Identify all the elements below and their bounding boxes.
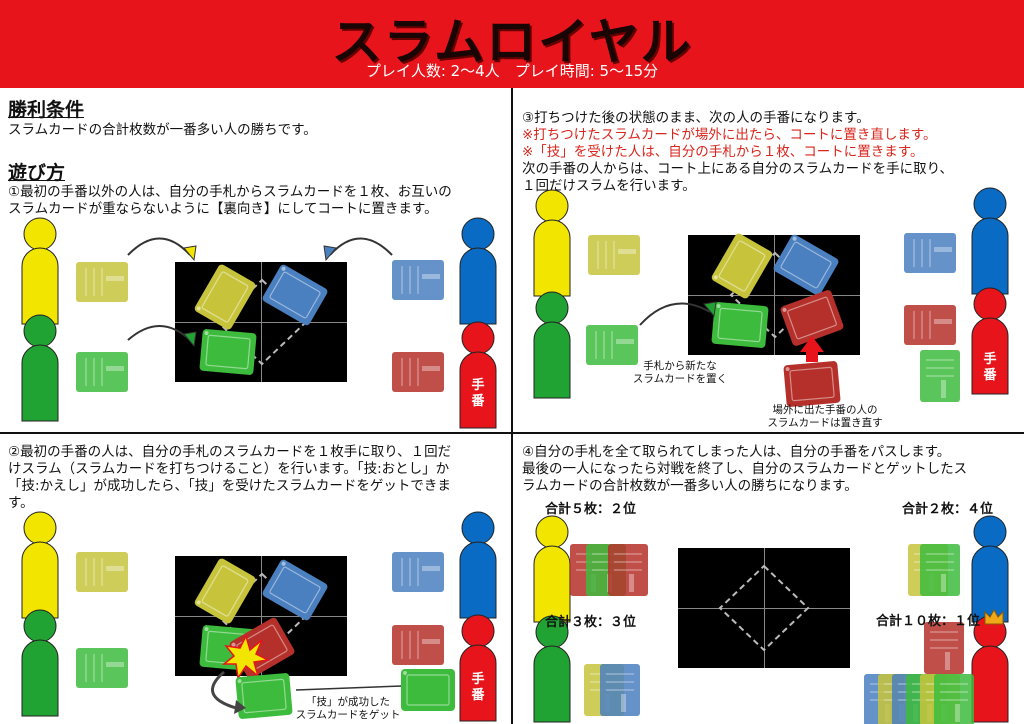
label-out-card: 場外に出た手番の人のスラムカードは置き直す <box>767 404 883 429</box>
game-title: スラムロイヤル <box>331 13 693 71</box>
step1-text: ①最初の手番以外の人は、自分の手札からスラムカードを１枚、お互いのスラムカードが… <box>8 184 452 217</box>
win-condition-text: スラムカードの合計枚数が一番多い人の勝ちです。 <box>8 122 317 138</box>
step2-text: ②最初の手番の人は、自分の手札のスラムカードを１枚手に取り、１回だけスラム（スラ… <box>8 444 452 511</box>
card-blue <box>260 262 330 328</box>
turn-badge-panel2: 手番 <box>471 672 485 703</box>
rank-yellow: 合計５枚：２位 <box>545 502 637 517</box>
divider-horizontal <box>0 432 1024 434</box>
card-green <box>198 328 258 376</box>
title-banner: スラムロイヤル プレイ人数: 2～4人 プレイ時間: 5～15分 <box>0 0 1024 88</box>
hand-yellow <box>75 261 129 303</box>
player-yellow <box>21 217 59 325</box>
player-green <box>21 314 59 422</box>
label-got-card: 「技」が成功したスラムカードをゲット <box>295 696 401 721</box>
player-red <box>459 321 497 429</box>
rank-green: 合計３枚：３位 <box>545 615 637 630</box>
divider-vertical <box>511 88 513 724</box>
hand-blue <box>391 259 445 301</box>
win-condition-heading: 勝利条件 <box>8 99 85 121</box>
player-blue <box>459 217 497 325</box>
turn-badge-panel1: 手番 <box>471 378 485 409</box>
rank-blue: 合計２枚：４位 <box>902 502 994 517</box>
hand-red <box>391 351 445 393</box>
court-panel4 <box>678 548 850 668</box>
label-new-card: 手札から新たなスラムカードを置く <box>632 360 728 385</box>
rank-red: 合計１０枚：１位 <box>876 614 981 629</box>
turn-badge-panel3: 手番 <box>983 352 997 383</box>
game-info: プレイ人数: 2～4人 プレイ時間: 5～15分 <box>365 62 659 80</box>
howto-heading: 遊び方 <box>8 162 66 184</box>
hand-green <box>75 351 129 393</box>
step3-text: ③打ちつけた後の状態のまま、次の人の手番になります。 ※打ちつけたスラムカードが… <box>522 110 954 194</box>
crown-icon <box>984 608 1004 625</box>
card-yellow <box>192 262 258 332</box>
step4-text: ④自分の手札を全て取られてしまった人は、自分の手番をパスします。最後の一人になっ… <box>522 444 968 494</box>
